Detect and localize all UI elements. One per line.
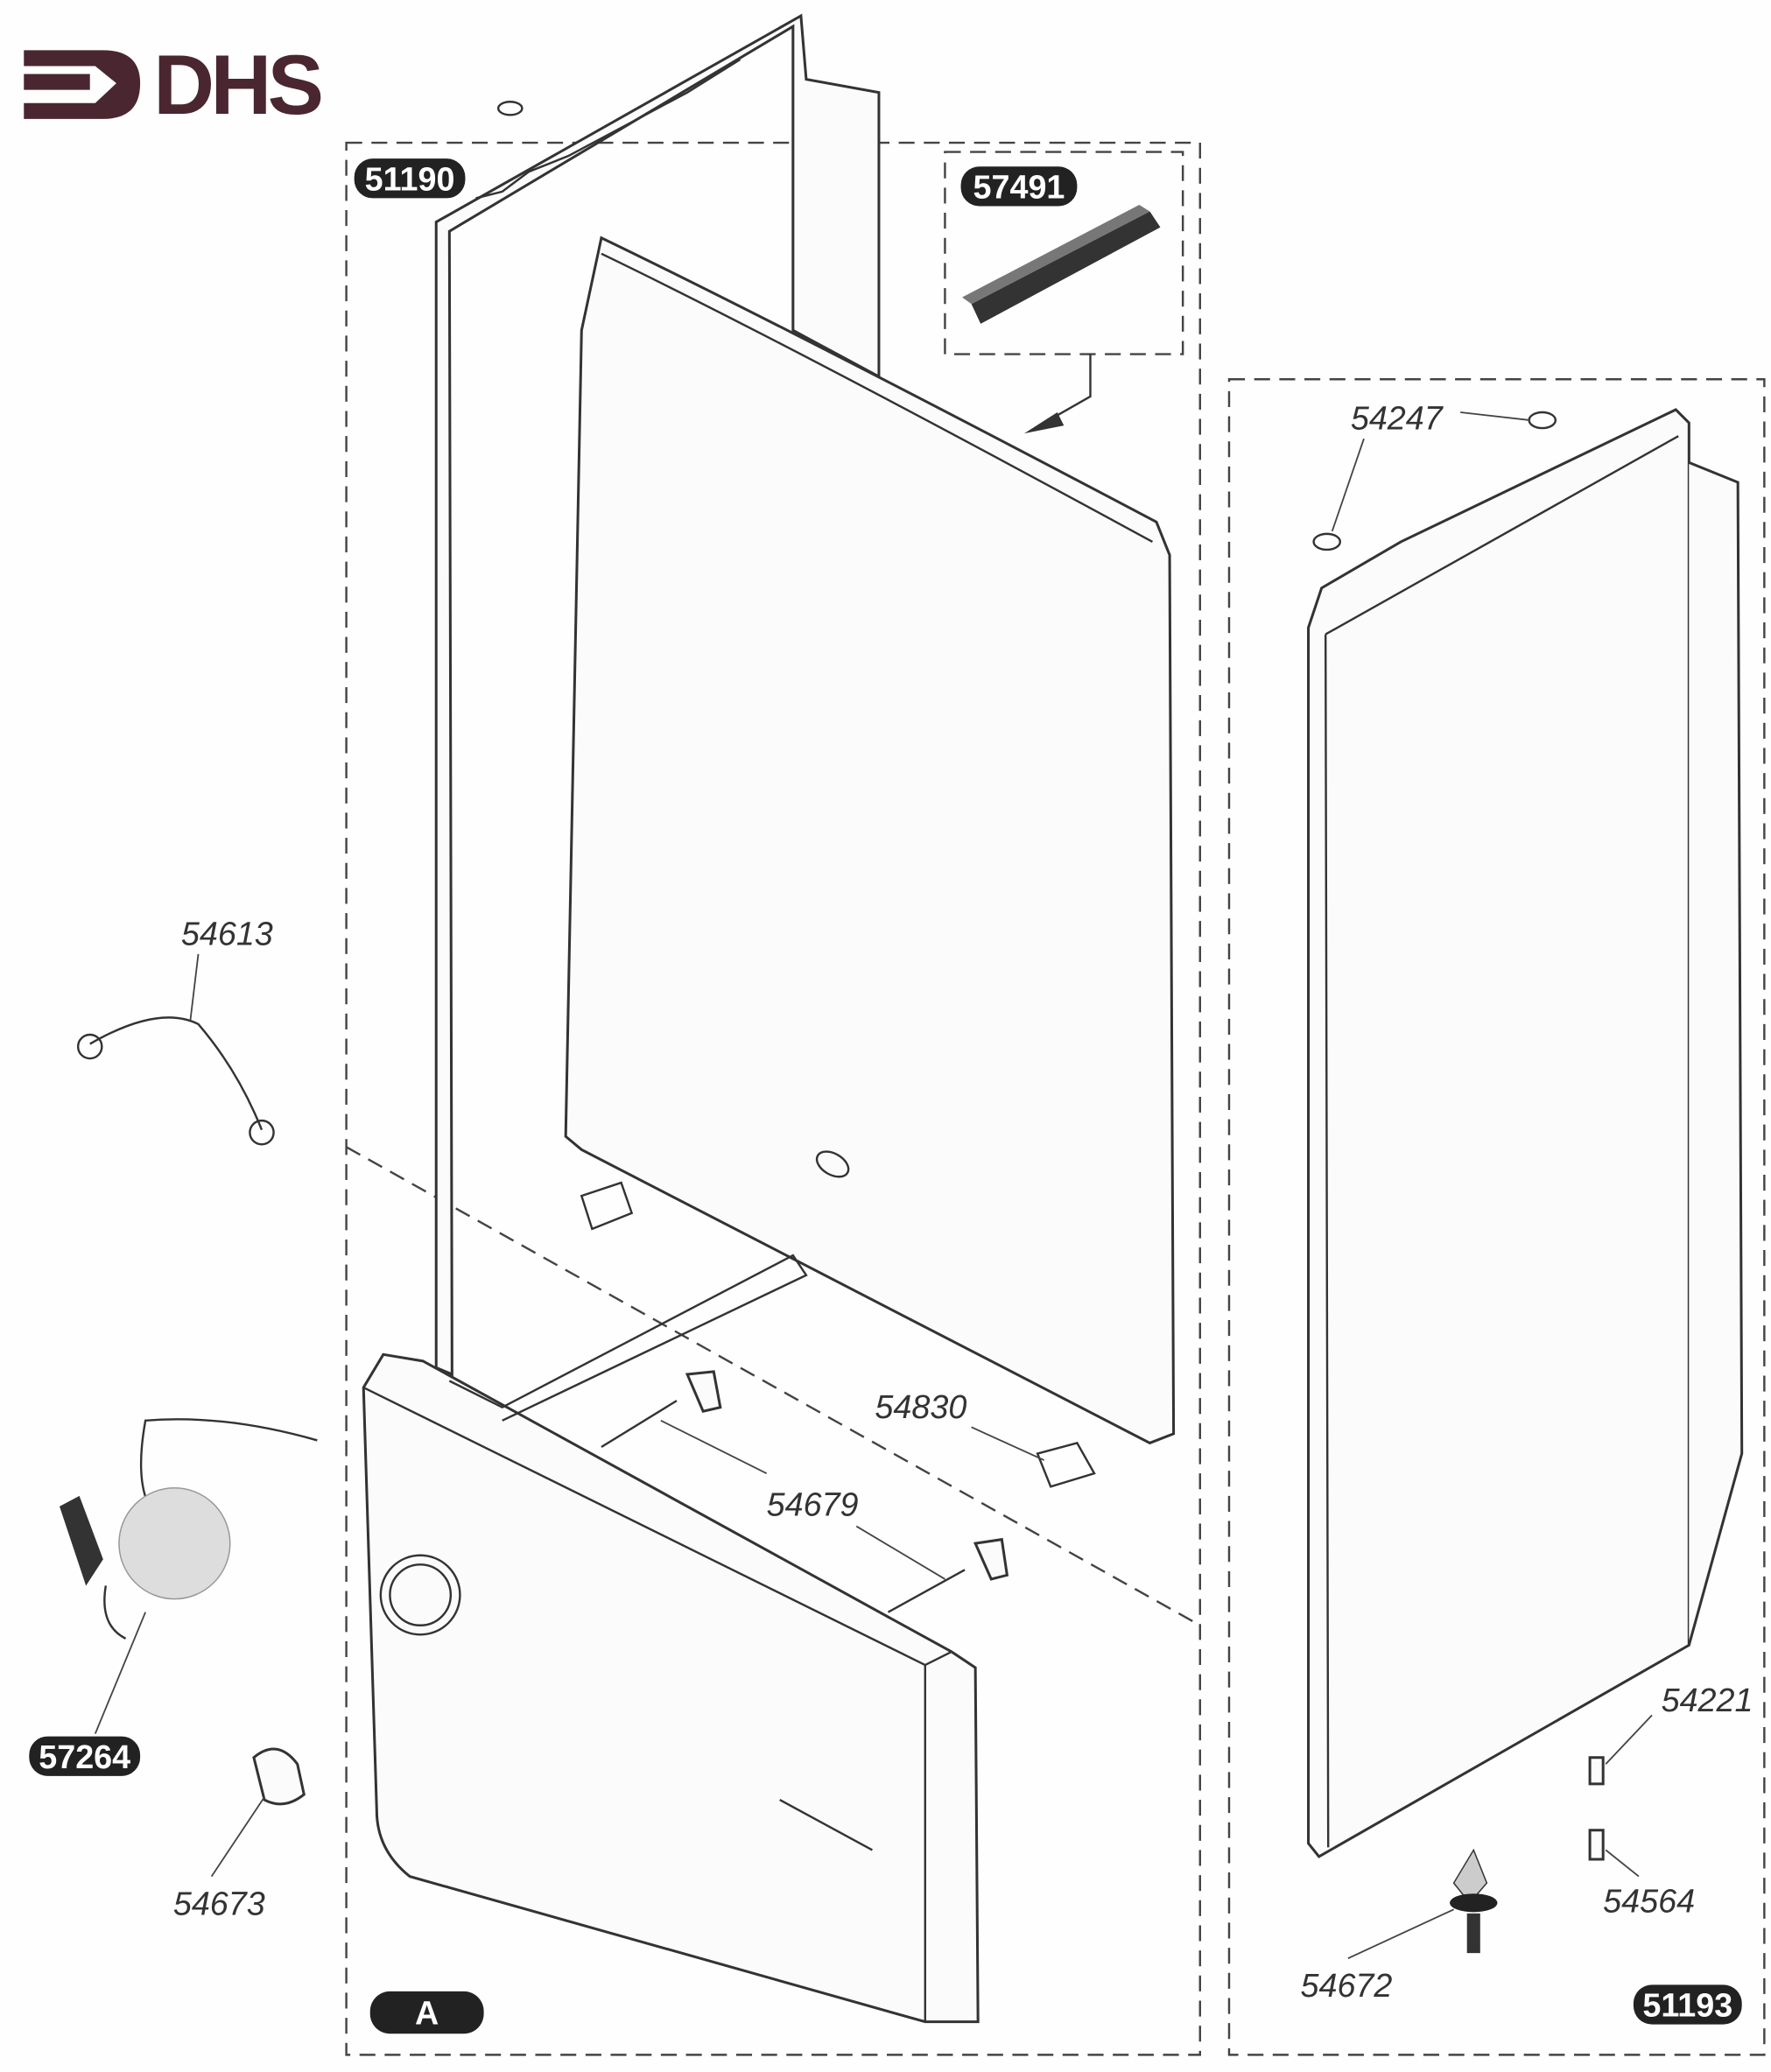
pressure-gauge-57264 [60,1418,318,1640]
part-54221: 54221 [1662,1682,1753,1718]
part-54613: 54613 [181,915,273,952]
svg-text:51190: 51190 [365,160,455,197]
alignment-line [346,1146,1201,1626]
logo-text: DHS [153,39,320,132]
badge-51190: 51190 [354,158,466,199]
part-54564: 54564 [1603,1882,1695,1919]
gasket-strip [962,204,1161,434]
svg-text:57491: 57491 [973,168,1065,205]
svg-text:51193: 51193 [1642,1987,1732,2024]
badge-57491: 57491 [960,166,1078,207]
group-box-a [345,141,1201,2056]
part-54679: 54679 [767,1486,859,1522]
badge-a: A [369,1991,484,2034]
badge-51193: 51193 [1633,1984,1742,2025]
screws [1450,1756,1605,1954]
front-panel [564,235,1176,1488]
badge-57264: 57264 [29,1736,141,1776]
rods-54679 [601,1370,1009,1613]
part-54673: 54673 [173,1885,265,1921]
knob-54673 [252,1747,306,1806]
svg-text:57264: 57264 [39,1738,130,1775]
bottom-panel [362,1254,980,2024]
cable-54613 [76,1016,275,1146]
leader-lines [94,411,1653,1959]
part-54247: 54247 [1351,400,1444,437]
part-54830: 54830 [875,1388,966,1425]
part-54672: 54672 [1301,1967,1393,2004]
dhs-logo: DHS [24,39,325,132]
group-box-57491 [944,151,1184,355]
back-frame [434,13,881,1377]
svg-text:A: A [415,1995,439,2032]
side-panel [1307,408,1744,1858]
